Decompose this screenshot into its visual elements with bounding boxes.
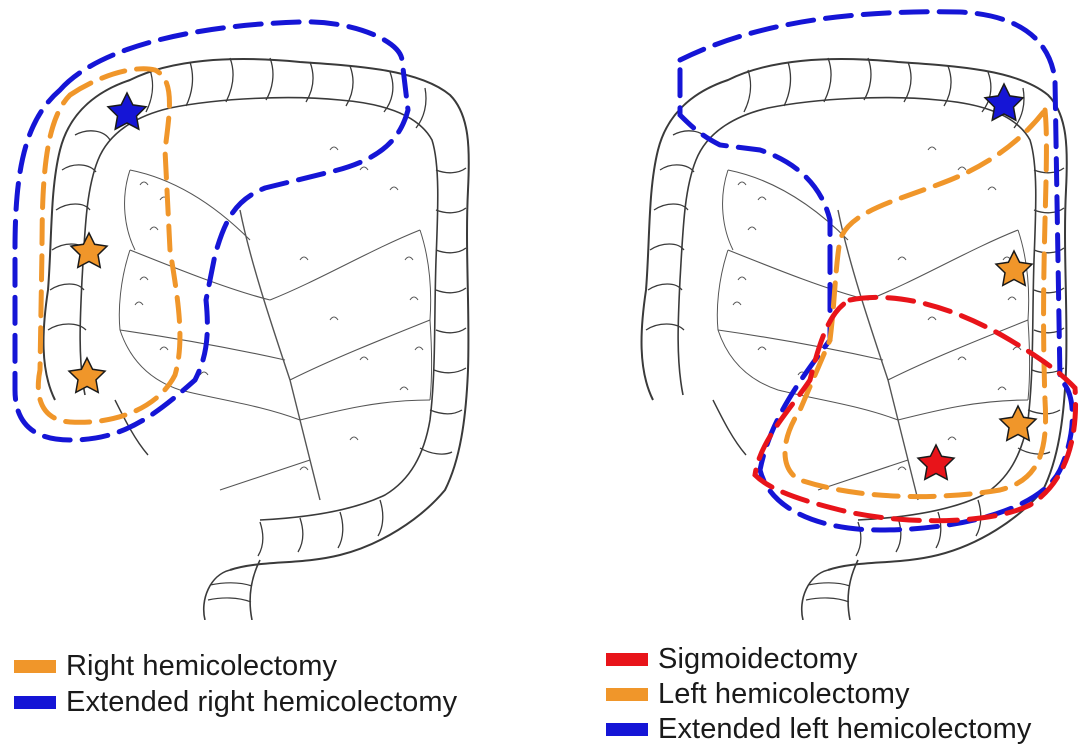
- legend-label: Left hemicolectomy: [658, 678, 910, 711]
- right-colon-sketch: [642, 58, 1067, 620]
- legend-item-extended-left-hemicolectomy: Extended left hemicolectomy: [606, 712, 1031, 747]
- left-colon-sketch: [44, 58, 469, 620]
- legend-swatch-orange: [14, 660, 56, 673]
- right-orange-star-marker-upper: [996, 251, 1032, 285]
- left-orange-star-marker-upper: [71, 233, 107, 267]
- right-red-star-marker: [918, 445, 954, 479]
- left-orange-star-marker-lower: [69, 358, 105, 392]
- legend-label: Extended right hemicolectomy: [66, 686, 457, 719]
- legend-label: Right hemicolectomy: [66, 650, 337, 683]
- legend-item-left-hemicolectomy: Left hemicolectomy: [606, 677, 1031, 712]
- legend-item-extended-right-hemicolectomy: Extended right hemicolectomy: [14, 684, 457, 720]
- right-legend: Sigmoidectomy Left hemicolectomy Extende…: [606, 642, 1031, 747]
- legend-swatch-blue: [14, 696, 56, 709]
- legend-swatch-blue: [606, 723, 648, 736]
- colon-diagram-figure: [0, 0, 1080, 620]
- legend-label: Sigmoidectomy: [658, 643, 858, 676]
- legend-swatch-orange: [606, 688, 648, 701]
- legend-item-right-hemicolectomy: Right hemicolectomy: [14, 648, 457, 684]
- legend-swatch-red: [606, 653, 648, 666]
- left-legend: Right hemicolectomy Extended right hemic…: [14, 648, 457, 720]
- legend-item-sigmoidectomy: Sigmoidectomy: [606, 642, 1031, 677]
- left-extended-right-hemicolectomy-outline: [15, 22, 408, 440]
- legend-label: Extended left hemicolectomy: [658, 713, 1031, 746]
- left-blue-star-marker: [108, 93, 146, 129]
